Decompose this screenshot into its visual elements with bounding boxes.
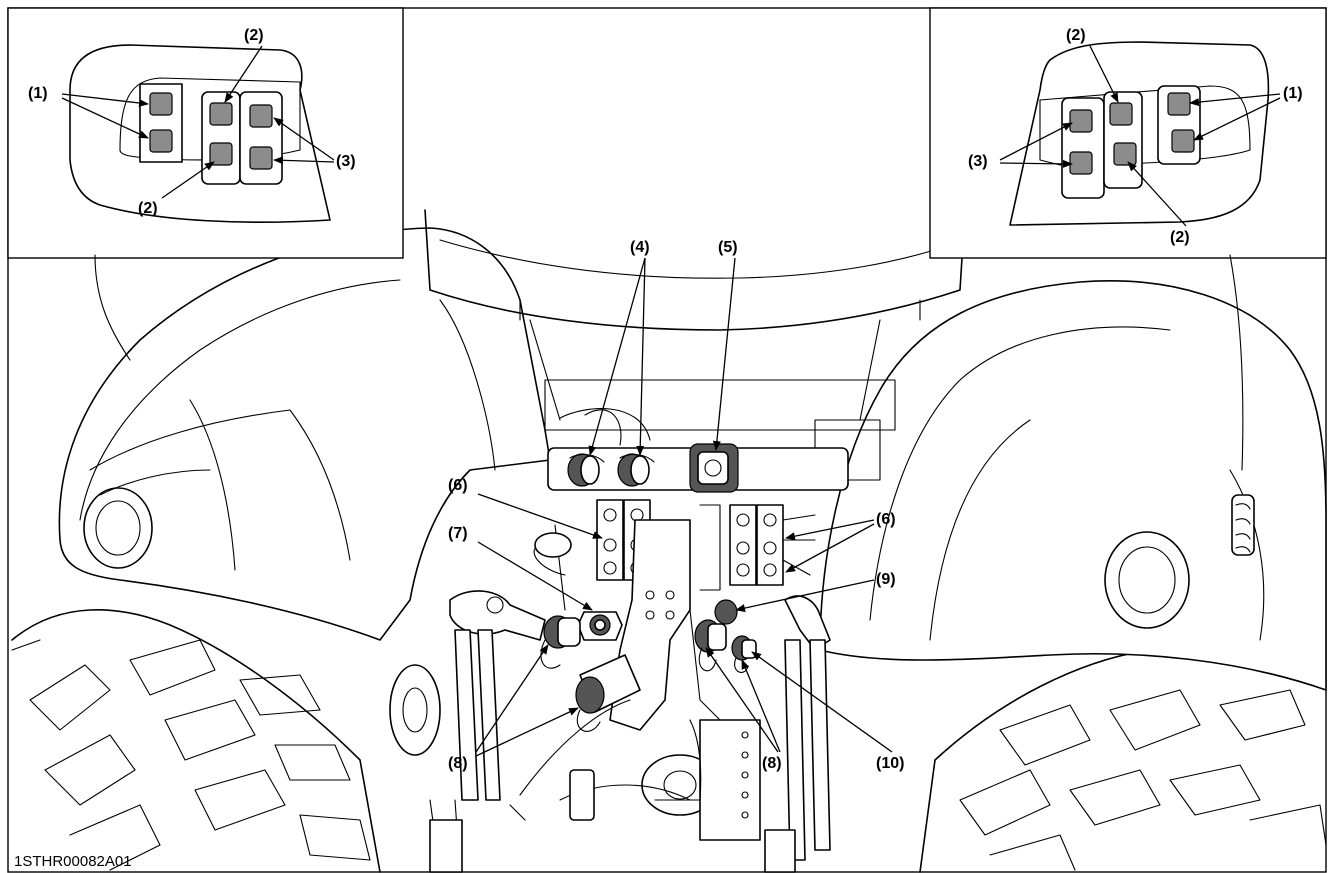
key-1a <box>149 92 173 116</box>
key-r2a <box>1109 102 1133 126</box>
inset-right-label-1: (1) <box>1283 85 1303 102</box>
inset-left-label-3: (3) <box>336 153 356 170</box>
label-6-left: (6) <box>448 477 468 494</box>
cab-body <box>424 209 966 481</box>
label-10: (10) <box>876 755 904 772</box>
label-8-left: (8) <box>448 755 468 772</box>
key-r3b <box>1069 151 1093 175</box>
key-r1a <box>1167 92 1191 116</box>
coupler-8c <box>694 619 727 672</box>
figure-code: 1STHR00082A01 <box>14 853 132 870</box>
label-6-right: (6) <box>876 511 896 528</box>
key-2b <box>209 142 233 166</box>
right-fender <box>819 280 1327 691</box>
inset-right-label-3: (3) <box>968 153 988 170</box>
label-4: (4) <box>630 239 650 256</box>
inset-right: (2) (1) (3) (2) <box>929 7 1327 471</box>
key-r2b <box>1113 142 1137 166</box>
socket-7 <box>577 611 623 641</box>
inset-left-label-2-top: (2) <box>244 27 264 44</box>
main-callouts: (4) (5) (6) (6) (7) (9) (8) (8) (10) <box>448 239 904 772</box>
tractor-scene <box>11 209 1327 873</box>
key-r3a <box>1069 109 1093 133</box>
left-fender <box>58 227 551 641</box>
inset-left-label-1: (1) <box>28 85 48 102</box>
left-tire <box>11 609 381 873</box>
key-2a <box>209 102 233 126</box>
right-fender-switch-cluster <box>1231 494 1255 556</box>
right-linkage <box>764 595 831 873</box>
cap-9 <box>714 599 738 625</box>
inset-left: (1) (2) (3) (2) <box>7 7 404 361</box>
socket-5 <box>689 443 739 493</box>
key-3a <box>249 104 273 128</box>
valve-stack-right <box>729 504 784 586</box>
key-1b <box>149 129 173 153</box>
key-3b <box>249 146 273 170</box>
label-8-right: (8) <box>762 755 782 772</box>
label-9: (9) <box>876 571 896 588</box>
label-5: (5) <box>718 239 738 256</box>
coupler-4b <box>617 453 655 487</box>
inset-right-label-2-bottom: (2) <box>1170 229 1190 246</box>
label-7: (7) <box>448 525 468 542</box>
coupler-4a <box>567 453 605 487</box>
coupler-8b <box>509 654 641 821</box>
left-linkage <box>389 524 572 873</box>
inset-left-label-2-bottom: (2) <box>138 200 158 217</box>
key-r1b <box>1171 129 1195 153</box>
inset-right-label-2-top: (2) <box>1066 27 1086 44</box>
